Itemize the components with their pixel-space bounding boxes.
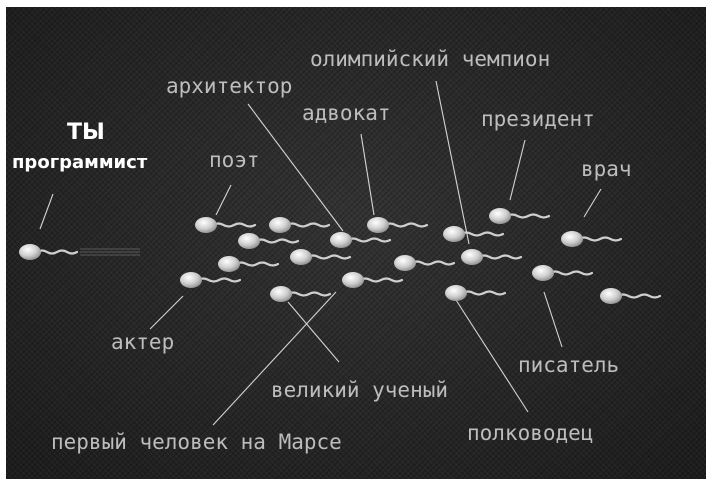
image-frame: ТЫ программист поэт архитектор адвокат о… (6, 7, 706, 479)
label-olympic-champion: олимпийский чемпион (310, 47, 551, 71)
label-architect: архитектор (166, 74, 293, 98)
sperm-cell (461, 249, 523, 265)
label-doctor: врач (581, 157, 632, 181)
pointer-line-actor (149, 295, 184, 330)
sperm-cell (290, 249, 352, 265)
pointer-line-first-man-on-mars (212, 291, 337, 426)
sperm-president (489, 208, 551, 224)
label-lawyer: адвокат (302, 101, 391, 125)
label-great-scientist: великий ученый (271, 378, 449, 402)
label-commander: полководец (467, 421, 594, 445)
pointer-line-lawyer (360, 133, 375, 216)
pointer-line-great-scientist (287, 301, 340, 363)
illustration (19, 80, 662, 426)
pointer-line-poet (215, 184, 232, 216)
pointer-line-olympic-champion (435, 80, 470, 245)
label-poet: поэт (209, 148, 260, 172)
pointer-line-architect (247, 103, 344, 232)
label-president: президент (481, 107, 595, 131)
sperm-lawyer (367, 217, 429, 233)
pointer-line-president (509, 139, 526, 201)
label-actor: актер (111, 330, 175, 354)
label-you: ТЫ (67, 120, 105, 145)
sperm-first-man-on-mars (342, 272, 404, 288)
sperm-commander (445, 285, 507, 301)
sperm-architect (330, 232, 392, 248)
sperm-writer (532, 265, 594, 281)
pointer-line-you (39, 193, 54, 230)
sperm-cell (600, 288, 662, 304)
sperm-actor (180, 272, 242, 288)
sperm-cell (238, 233, 300, 249)
sperm-doctor (561, 231, 623, 247)
label-first-man-on-mars: первый человек на Марсе (51, 430, 342, 454)
pointer-line-doctor (583, 188, 602, 218)
sperm-cell (269, 217, 331, 233)
sperm-you (19, 244, 140, 260)
label-writer: писатель (518, 353, 620, 377)
pointer-line-commander (455, 299, 529, 413)
sperm-cell (218, 256, 280, 272)
pointer-line-writer (543, 291, 563, 348)
sperm-olympic-champion (443, 226, 505, 242)
sperm-poet (195, 217, 257, 233)
sperm-cell (394, 255, 456, 271)
sperm-great-scientist (270, 286, 332, 302)
label-programmer: программист (12, 152, 148, 173)
